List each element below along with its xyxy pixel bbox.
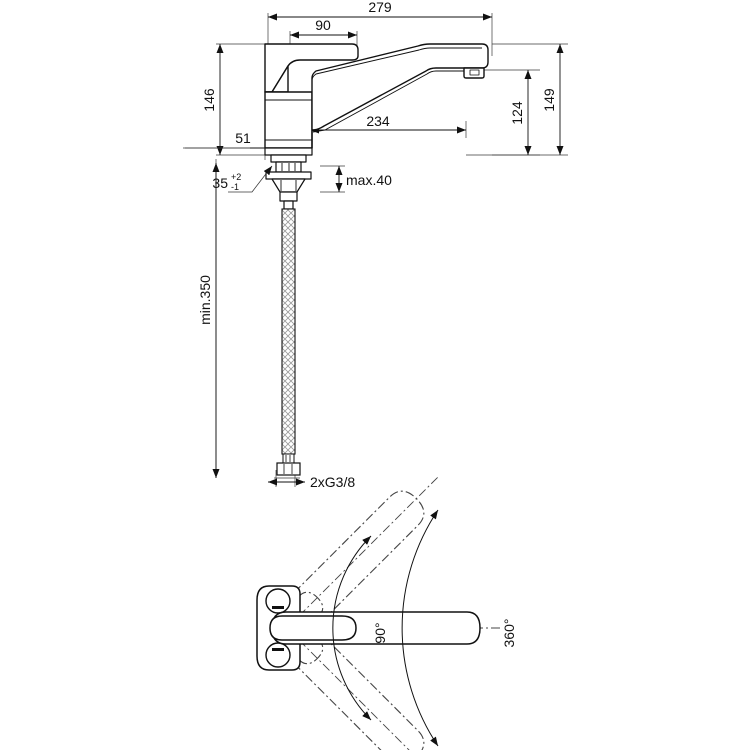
handle-pivot-upper (265, 588, 291, 614)
tolerance-lower-label: -1 (231, 182, 239, 192)
side-elevation-view: 279 90 146 51 234 149 (183, 0, 568, 490)
swivel-360-label: 360° (501, 619, 517, 648)
faucet-base-top-view (256, 585, 481, 671)
base-flange (264, 147, 313, 156)
dimension-min350-label: min.350 (197, 275, 213, 325)
dimension-hose-length: min.350 (197, 163, 220, 478)
hose-connector-nut (276, 462, 301, 476)
dimension-thread-label: 2xG3/8 (310, 474, 355, 490)
shank (275, 161, 302, 173)
dimension-max40-label: max.40 (346, 172, 392, 188)
dimension-hose-thread: 2xG3/8 (268, 474, 355, 490)
flexible-hose (276, 208, 301, 476)
dimension-overall-reach: 279 (268, 0, 492, 21)
handle-pivot-lower (265, 642, 291, 668)
dimension-279-label: 279 (368, 0, 392, 15)
dimension-handle-length: 90 (290, 17, 357, 39)
dimension-149-label: 149 (541, 88, 557, 112)
dimension-shank-diameter: 35 +2 -1 (212, 165, 273, 193)
lever-handle (264, 43, 359, 93)
tolerance-upper-label: +2 (231, 172, 241, 182)
dimension-146-label: 146 (201, 88, 217, 112)
dimension-234-label: 234 (366, 113, 390, 129)
dimension-body-height: 146 (201, 44, 224, 155)
deck-mounting-assembly (264, 147, 313, 210)
mounting-clamp (271, 178, 306, 193)
dimension-spout-height-inner: 124 (509, 70, 532, 155)
dimension-90-label: 90 (315, 17, 331, 33)
spout-arm (311, 43, 489, 149)
swivel-arc-360: 360° (401, 509, 517, 747)
handle-top-view (269, 615, 357, 641)
dimension-max-deck-thickness: max.40 (335, 166, 392, 192)
swivel-90-label: 90° (372, 622, 388, 643)
dimension-51-label: 51 (235, 130, 251, 146)
mounting-washer (265, 171, 312, 180)
dimension-base-width: 51 (185, 130, 277, 152)
dimension-spout-height-outer: 149 (541, 44, 564, 155)
dimension-35-label: 35 (212, 175, 228, 191)
swivel-arc-90: 90° (332, 535, 388, 721)
plan-swivel-view: 90° 360° (256, 476, 517, 750)
mounting-nut (279, 191, 298, 202)
dimension-spout-reach: 234 (310, 113, 466, 134)
dimension-124-label: 124 (509, 101, 525, 125)
faucet-body (264, 43, 489, 149)
nut-stem (283, 200, 294, 210)
base-collar (270, 154, 307, 163)
